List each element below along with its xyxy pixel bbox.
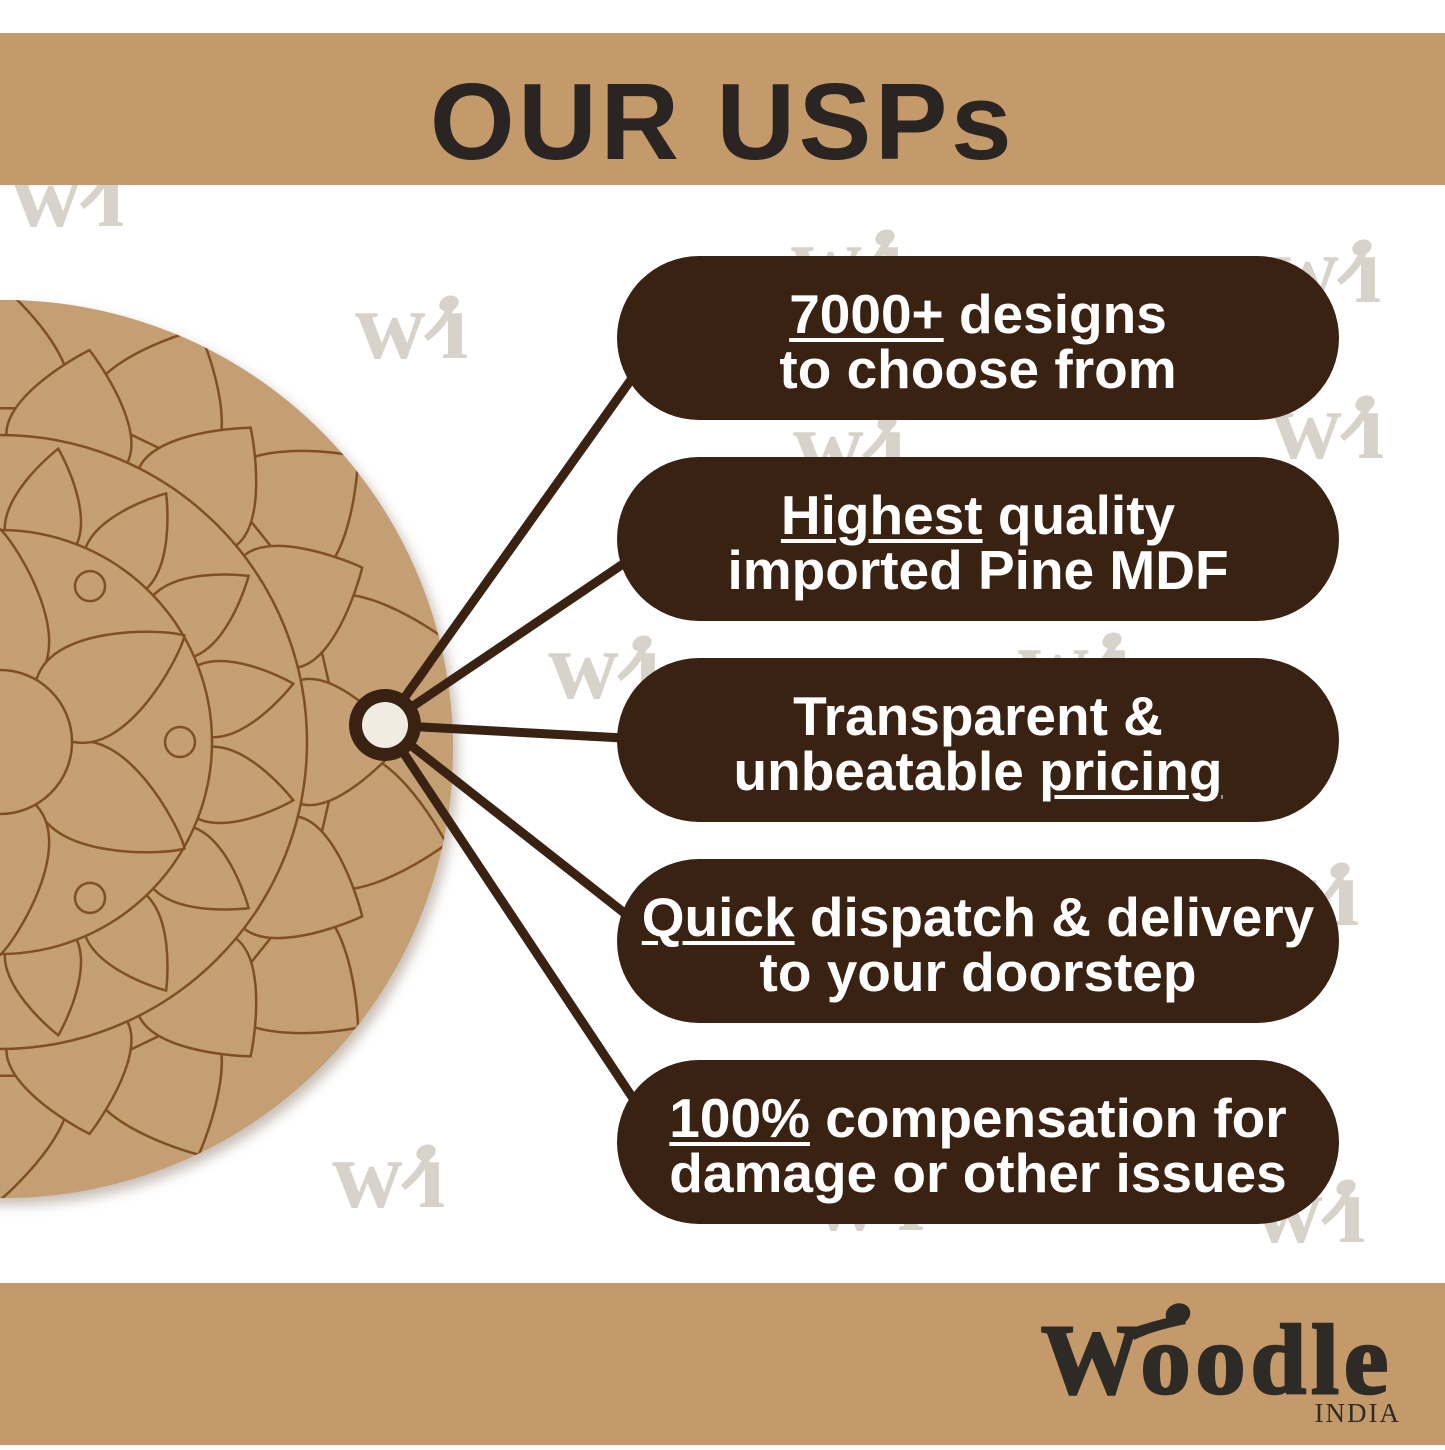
svg-text:INDIA: INDIA — [1315, 1398, 1401, 1428]
svg-text:Woodle: Woodle — [1041, 1304, 1393, 1415]
